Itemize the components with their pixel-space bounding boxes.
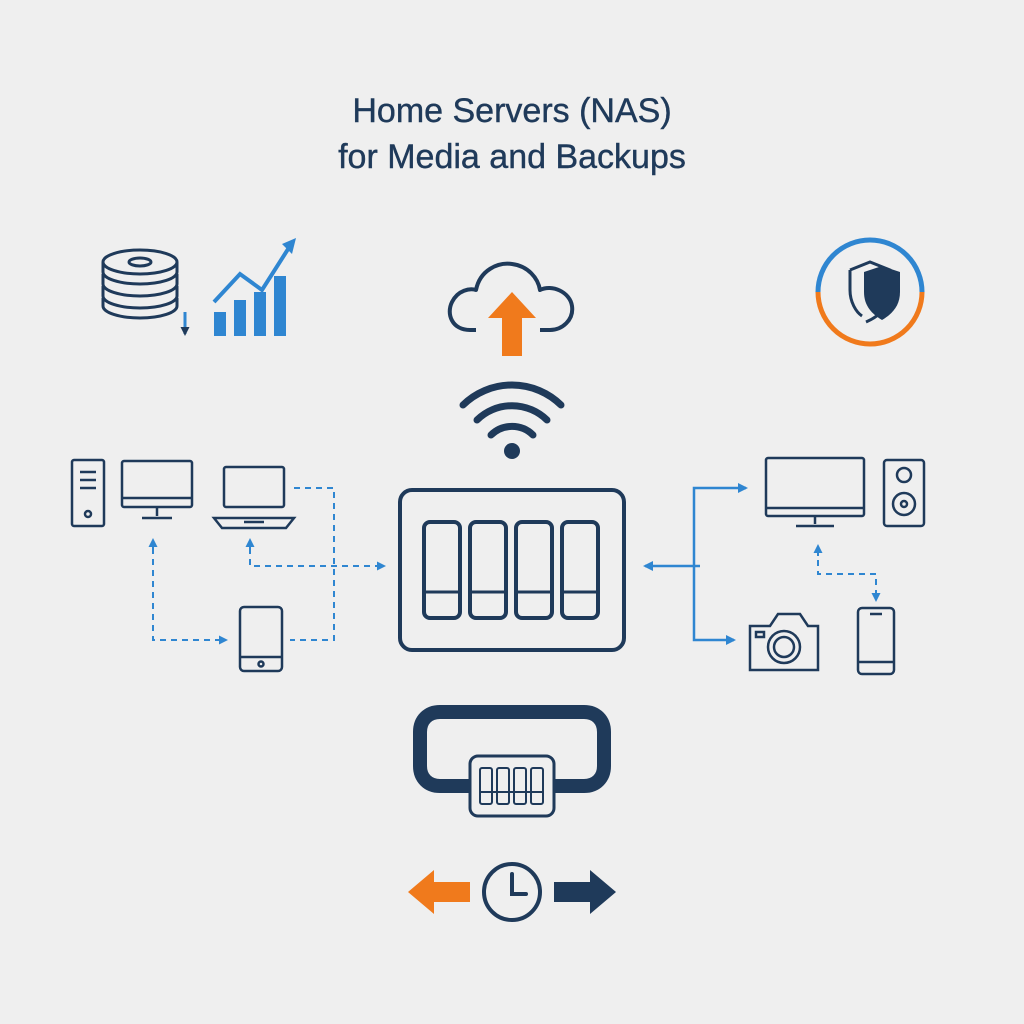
title-line-1: Home Servers (NAS): [352, 92, 672, 130]
camera-icon: [748, 612, 820, 672]
desktop-tower-icon: [70, 458, 106, 528]
growth-chart-icon: [212, 238, 296, 336]
portable-nas-icon: [413, 705, 611, 818]
laptop-icon: [211, 465, 297, 530]
nas-server-icon: [398, 488, 626, 652]
cloud-upload-icon: [447, 261, 575, 356]
speaker-icon: [882, 458, 926, 528]
tablet-icon: [238, 605, 284, 673]
security-shield-icon: [815, 237, 925, 347]
monitor-icon: [120, 459, 194, 520]
right-device-link: [813, 544, 881, 602]
smartphone-icon: [856, 606, 896, 676]
disk-stack-icon: [101, 248, 190, 336]
title-line-2: for Media and Backups: [338, 138, 686, 176]
page-title: Home Servers (NAS) for Media and Backups: [0, 88, 1024, 180]
left-connectors: [148, 487, 386, 645]
wifi-icon: [459, 381, 565, 459]
tv-monitor-icon: [764, 456, 866, 528]
backup-schedule-icon: [408, 862, 616, 922]
right-connectors: [643, 483, 748, 645]
